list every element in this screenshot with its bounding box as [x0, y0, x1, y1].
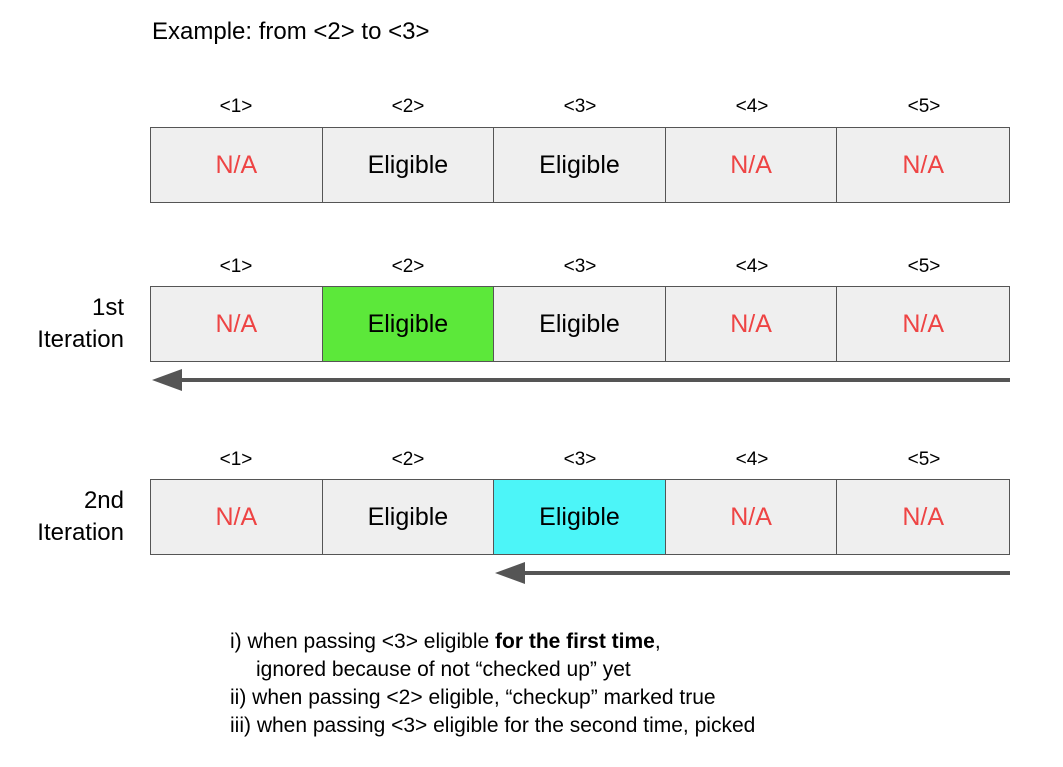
index-label: <1>: [219, 96, 253, 117]
index-label: <1>: [219, 256, 253, 277]
array-cell: N/A: [902, 150, 945, 179]
notes: i) when passing <3> eligible for the fir…: [230, 628, 755, 740]
array-row-iteration-2: N/A Eligible Eligible N/A N/A: [150, 479, 1010, 555]
index-label: <3>: [563, 256, 597, 277]
note-2: ii) when passing <2> eligible, “checkup”…: [230, 686, 716, 709]
diagram-title: Example: from <2> to <3>: [152, 18, 430, 45]
array-cell: N/A: [666, 128, 838, 202]
array-cell: N/A: [151, 287, 323, 361]
index-label: <3>: [563, 96, 597, 117]
note-1-bold: for the first time: [495, 630, 655, 653]
index-label: <5>: [907, 96, 941, 117]
array-cell: N/A: [151, 128, 323, 202]
index-row-iteration-2: <1> <2> <3> <4> <5>: [150, 449, 1010, 471]
iteration-2-label-line1: 2nd: [83, 487, 124, 514]
array-cell: N/A: [666, 287, 838, 361]
iteration-2-label: 2nd Iteration: [14, 485, 124, 549]
array-row-example: N/A Eligible Eligible N/A N/A: [150, 127, 1010, 203]
array-cell: Eligible: [494, 128, 666, 202]
index-label: <4>: [735, 96, 769, 117]
index-label: <4>: [735, 449, 769, 470]
array-cell-highlighted: Eligible: [322, 287, 495, 361]
iteration-1-label-line2: Iteration: [37, 326, 124, 353]
array-row-iteration-1: N/A Eligible Eligible N/A N/A: [150, 286, 1010, 362]
note-1-suffix: ,: [654, 630, 661, 653]
array-cell-highlighted: Eligible: [494, 480, 666, 554]
array-cell: N/A: [151, 480, 323, 554]
index-row-iteration-1: <1> <2> <3> <4> <5>: [150, 256, 1010, 278]
iteration-1-label-line1: 1st: [91, 294, 124, 321]
array-cell: Eligible: [323, 480, 495, 554]
array-cell: N/A: [902, 309, 945, 338]
index-label: <5>: [907, 256, 941, 277]
index-label: <5>: [907, 449, 941, 470]
index-label: <3>: [563, 449, 597, 470]
array-cell: N/A: [666, 480, 838, 554]
note-1-prefix: i) when passing <3> eligible: [230, 630, 496, 653]
index-label: <2>: [391, 96, 425, 117]
note-3: iii) when passing <3> eligible for the s…: [230, 714, 756, 737]
array-cell: N/A: [902, 502, 945, 531]
index-label: <1>: [219, 449, 253, 470]
iteration-1-label: 1st Iteration: [14, 292, 124, 356]
note-1-continuation: ignored because of not “checked up” yet: [256, 658, 631, 681]
iteration-2-label-line2: Iteration: [37, 519, 124, 546]
array-cell: Eligible: [494, 287, 666, 361]
array-cell: Eligible: [323, 128, 495, 202]
index-label: <4>: [735, 256, 769, 277]
index-label: <2>: [391, 449, 425, 470]
index-label: <2>: [391, 256, 425, 277]
note-1: i) when passing <3> eligible for the fir…: [230, 628, 755, 656]
index-row-example: <1> <2> <3> <4> <5>: [150, 96, 1010, 118]
